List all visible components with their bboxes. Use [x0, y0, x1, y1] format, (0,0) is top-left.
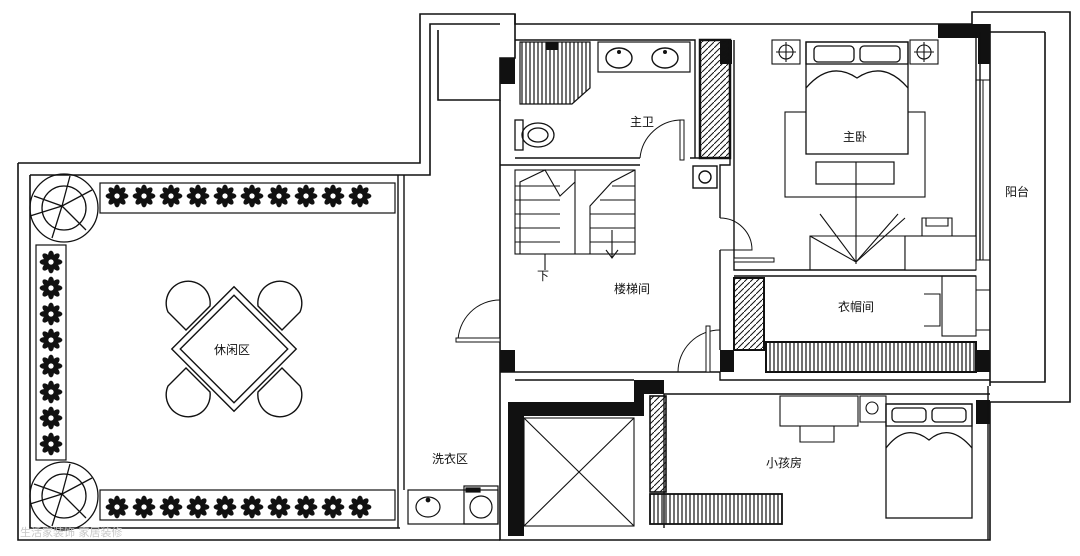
- tv-cabinet: [809, 217, 906, 271]
- basin-left-icon: [605, 47, 633, 69]
- shrub-icon: [39, 406, 63, 430]
- shrub-icon: [39, 302, 63, 326]
- terrace-planter-bottom: [99, 489, 396, 521]
- desk: [904, 235, 977, 271]
- shrub-icon: [348, 184, 372, 208]
- shrub-icon: [321, 495, 345, 519]
- shrub-icon: [213, 495, 237, 519]
- toilet-icon: [514, 119, 555, 151]
- master-bath: 主卫: [514, 41, 691, 161]
- shrub-icon: [267, 495, 291, 519]
- label-master-bedroom: 主卧: [843, 130, 867, 144]
- shrub-icon: [39, 328, 63, 352]
- shrub-icon: [39, 250, 63, 274]
- bench: [815, 161, 895, 185]
- closet-cabinet-bottom: [765, 341, 977, 373]
- chair: [257, 367, 303, 418]
- kids-room: 小孩房: [649, 395, 973, 525]
- shrub-icon: [348, 495, 372, 519]
- shrub-icon: [132, 184, 156, 208]
- void-shaft: [523, 417, 635, 527]
- tree-icon: [29, 173, 99, 243]
- label-walkin-closet: 衣帽间: [838, 299, 874, 314]
- shrub-icon: [159, 495, 183, 519]
- shrub-icon: [186, 495, 210, 519]
- staircase: [514, 169, 636, 270]
- shrub-icon: [39, 276, 63, 300]
- terrace-planter-top: [99, 182, 396, 214]
- label-laundry-area: 洗衣区: [432, 451, 468, 466]
- tree-icon: [29, 461, 99, 531]
- shrub-icon: [267, 184, 291, 208]
- shrub-icon: [213, 184, 237, 208]
- balcony: 阳台: [975, 79, 1029, 331]
- wall-columns: [500, 24, 990, 536]
- shrub-icon: [294, 495, 318, 519]
- label-balcony: 阳台: [1005, 184, 1029, 199]
- shower-head-icon: [546, 42, 558, 50]
- shrub-icon: [321, 184, 345, 208]
- kids-desk: [779, 395, 859, 427]
- shrub-icon: [186, 184, 210, 208]
- label-kids-room: 小孩房: [766, 455, 802, 470]
- shrub-icon: [294, 184, 318, 208]
- shrub-icon: [159, 184, 183, 208]
- wardrobe-bath-side: [699, 39, 731, 159]
- shrub-icon: [240, 184, 264, 208]
- chair: [257, 280, 303, 331]
- bath-door-swing: [639, 119, 683, 159]
- bedside-lamp-left-icon: [771, 39, 801, 65]
- chair: [165, 367, 211, 418]
- shrubs: [39, 184, 372, 519]
- shrub-icon: [240, 495, 264, 519]
- shrub-icon: [105, 184, 129, 208]
- label-stairwell: 楼梯间: [614, 281, 650, 296]
- terrace-planter-left: [35, 244, 67, 461]
- double-bed: [805, 41, 909, 155]
- shrub-icon: [132, 495, 156, 519]
- shrub-icon: [39, 354, 63, 378]
- table-set: [165, 280, 303, 418]
- wardrobe-kids-bottom: [649, 493, 783, 525]
- washing-machine-icon: [463, 485, 499, 525]
- bedside-lamp-right-icon: [909, 39, 939, 65]
- shrub-icon: [39, 432, 63, 456]
- laundry-sink-icon: [415, 496, 441, 518]
- label-leisure-area: 休闲区: [214, 343, 250, 357]
- basin-right-icon: [651, 47, 679, 69]
- doors-stairwell: [455, 217, 775, 373]
- wardrobe-kids-left: [649, 395, 667, 493]
- single-bed: [885, 403, 973, 519]
- vanity-counter: [597, 41, 691, 73]
- master-bedroom: 主卧: [771, 39, 977, 271]
- label-master-bath: 主卫: [630, 115, 654, 129]
- watermark: 生活家装饰 家居装修: [20, 525, 123, 539]
- desk-chair: [921, 217, 953, 236]
- closet-cabinet-left: [733, 277, 765, 351]
- shrub-icon: [39, 380, 63, 404]
- shower-tray: [519, 41, 591, 105]
- floor-drain-icon: [692, 165, 718, 189]
- label-down: 下: [537, 269, 549, 283]
- shrub-icon: [105, 495, 129, 519]
- laundry-area: [407, 485, 499, 525]
- walkin-closet: 衣帽间: [733, 275, 977, 373]
- chair: [165, 280, 211, 331]
